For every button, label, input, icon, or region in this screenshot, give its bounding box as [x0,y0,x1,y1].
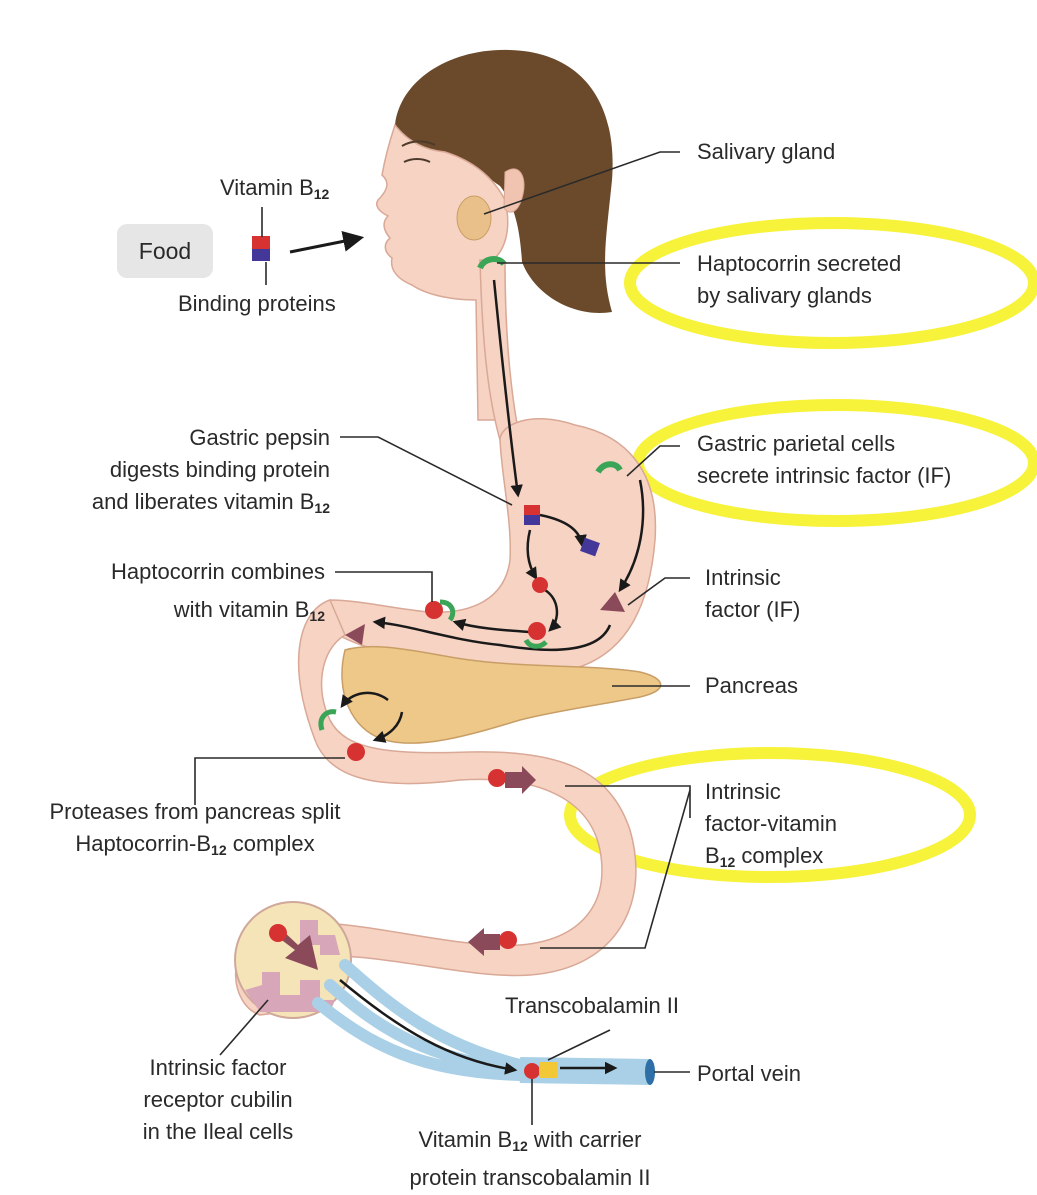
vitamin-carrier-label: Vitamin B12 with carrier protein transco… [360,1124,700,1194]
complex-2-b12 [499,931,517,949]
salivary-gland-label: Salivary gland [697,136,835,168]
portal-vein-opening [645,1059,655,1085]
pancreas-label: Pancreas [705,670,798,702]
stomach-binding-bound [524,515,540,525]
food-label: Food [117,224,213,278]
salivary-gland-shape [457,196,491,240]
freed-b12 [532,577,548,593]
transcobalamin-label: Transcobalamin II [505,990,679,1022]
vitamin-b12-label: Vitamin B12 [220,172,329,210]
transcobalamin-shape [539,1062,557,1078]
food-arrow [290,238,360,252]
complex-1-b12 [488,769,506,787]
gastric-parietal-label: Gastric parietal cells secrete intrinsic… [697,428,951,492]
haptocorrin-secreted-label: Haptocorrin secreted by salivary glands [697,248,901,312]
food-box: Food [117,224,213,278]
vein-b12 [524,1063,540,1079]
complex-3-b12 [269,924,287,942]
receptor-label: Intrinsic factor receptor cubilin in the… [108,1052,328,1148]
if-b12-complex-label: Intrinsic factor-vitamin B12 complex [705,776,837,878]
gastric-pepsin-label: Gastric pepsin digests binding protein a… [92,422,330,524]
freed-b12-pancreas [347,743,365,761]
b12-combined-1 [528,622,546,640]
food-b12-molecule [252,236,270,249]
stomach-b12-bound [524,505,540,515]
stomach [330,419,655,674]
food-binding-protein [252,249,270,261]
proteases-label: Proteases from pancreas split Haptocorri… [18,796,372,866]
binding-proteins-label: Binding proteins [178,288,336,320]
portal-vein-label: Portal vein [697,1058,801,1090]
intrinsic-factor-label: Intrinsic factor (IF) [705,562,800,626]
haptocorrin-combines-label: Haptocorrin combines with vitamin B12 [111,556,325,632]
